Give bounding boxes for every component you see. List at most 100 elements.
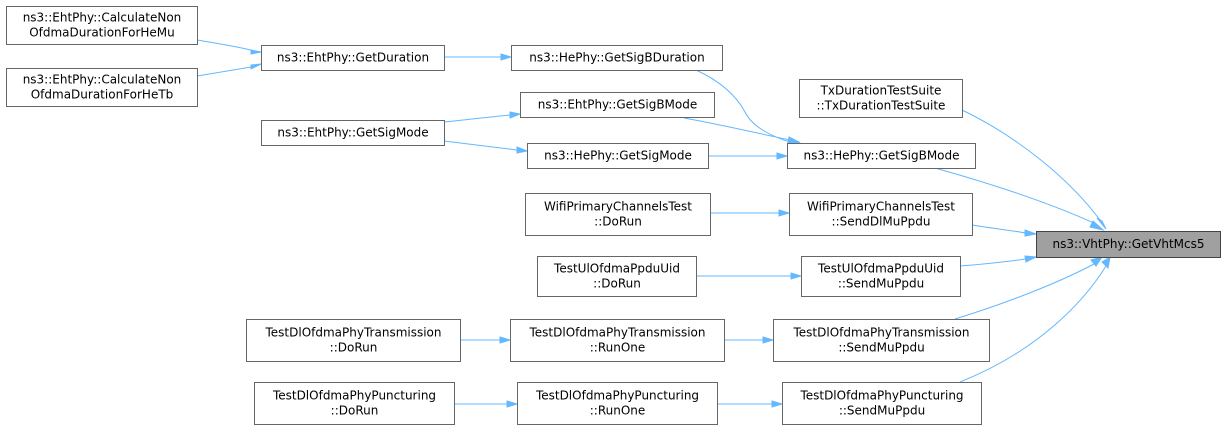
node-ul_run[interactable]: TestUlOfdmaPpduUid::DoRun — [537, 256, 697, 297]
node-dlp_one[interactable]: TestDlOfdmaPhyPuncturing::RunOne — [517, 382, 718, 425]
arrowhead — [1101, 255, 1111, 270]
node-he_sigbdur[interactable]: ns3::HePhy::GetSigBDuration — [511, 45, 723, 71]
node-wpc_run[interactable]: WifiPrimaryChannelsTest::DoRun — [525, 193, 711, 236]
node-eht_sigmode[interactable]: ns3::EhtPhy::GetSigMode — [261, 120, 445, 146]
node-he_sigb[interactable]: ns3::HePhy::GetSigBMode — [787, 143, 976, 169]
node-box — [789, 193, 973, 236]
edge-line — [954, 263, 1095, 320]
edge-ul_run-to-ul_send — [696, 272, 803, 280]
node-box — [246, 319, 461, 362]
edge-line — [695, 69, 791, 143]
edge-ul_send-to-target — [959, 255, 1038, 267]
node-target[interactable]: ns3::VhtPhy::GetVhtMcs5 — [1036, 231, 1221, 258]
node-box — [773, 319, 990, 362]
node-dltx_one[interactable]: TestDlOfdmaPhyTransmission::RunOne — [510, 319, 725, 362]
node-box — [782, 382, 982, 425]
node-label: TestDlOfdmaPhyTransmission — [529, 326, 706, 340]
node-label: ns3::VhtPhy::GetVhtMcs5 — [1053, 237, 1205, 251]
arrowhead — [1024, 229, 1038, 237]
node-calc_mu[interactable]: ns3::EhtPhy::CalculateNonOfdmaDurationFo… — [6, 6, 198, 45]
edge-dlp_run-to-dlp_one — [454, 400, 519, 408]
edge-line — [196, 66, 252, 77]
edge-dlp_one-to-dlp_send — [717, 400, 784, 408]
node-label: ns3::HePhy::GetSigBMode — [803, 149, 959, 163]
arrowhead — [778, 209, 791, 217]
node-label: TestUlOfdmaPpduUid — [553, 262, 680, 276]
node-box — [261, 120, 445, 146]
node-label: ::RunOne — [590, 404, 646, 418]
edge-dltx_send-to-target — [954, 256, 1104, 320]
edge-calc_tb-to-eht_dur — [196, 63, 262, 77]
node-label: OfdmaDurationForHeTb — [31, 88, 174, 102]
edge-line — [443, 114, 511, 123]
node-label: WifiPrimaryChannelsTest — [544, 200, 692, 214]
node-label: TestUlOfdmaPpduUid — [817, 262, 944, 276]
node-label: ::TxDurationTestSuite — [817, 99, 946, 113]
node-label: ::RunOne — [590, 341, 646, 355]
node-box — [511, 45, 723, 71]
node-he_sigmode[interactable]: ns3::HePhy::GetSigMode — [527, 143, 709, 169]
node-dlp_send[interactable]: TestDlOfdmaPhyPuncturing::SendMuPpdu — [782, 382, 982, 425]
edge-line — [934, 167, 1097, 225]
node-box — [6, 6, 198, 45]
node-eht_dur[interactable]: ns3::EhtPhy::GetDuration — [261, 45, 445, 71]
arrowhead — [500, 53, 513, 61]
node-box — [510, 319, 725, 362]
node-label: ::SendMuPpdu — [838, 277, 924, 291]
node-label: ::SendDlMuPpdu — [832, 215, 931, 229]
edge-line — [971, 224, 1027, 234]
edge-dlp_send-to-target — [959, 255, 1111, 383]
node-box — [527, 143, 709, 169]
node-label: OfdmaDurationForHeMu — [29, 26, 175, 40]
node-box — [261, 45, 445, 71]
arrowhead — [1090, 256, 1104, 267]
edge-eht_dur-to-he_sigbdur — [444, 53, 513, 61]
edge-dltx_run-to-dltx_one — [460, 336, 512, 344]
node-box — [6, 68, 198, 107]
arrowhead — [250, 49, 262, 55]
arrowhead — [787, 136, 801, 144]
node-wpc_send[interactable]: WifiPrimaryChannelsTest::SendDlMuPpdu — [789, 193, 973, 236]
node-label: TestDlOfdmaPhyPuncturing — [272, 389, 436, 403]
node-label: TestDlOfdmaPhyPuncturing — [799, 389, 963, 403]
node-box — [1036, 231, 1221, 258]
node-box — [517, 382, 718, 425]
edge-line — [959, 258, 1027, 267]
node-label: TestDlOfdmaPhyPuncturing — [535, 389, 699, 403]
arrowhead — [516, 146, 529, 154]
node-dltx_run[interactable]: TestDlOfdmaPhyTransmission::DoRun — [246, 319, 461, 362]
arrowhead — [499, 336, 512, 344]
node-box — [537, 256, 697, 297]
edge-line — [959, 265, 1107, 383]
node-box — [787, 143, 976, 169]
edge-wpc_send-to-target — [971, 224, 1038, 237]
arrowhead — [762, 336, 775, 344]
edge-he_sigmode-to-he_sigb — [708, 152, 789, 160]
node-label: ::DoRun — [330, 341, 378, 355]
arrowhead — [506, 400, 519, 408]
edge-eht_sigmode-to-eht_sigb — [443, 111, 522, 123]
edge-line — [961, 109, 1101, 221]
node-ul_send[interactable]: TestUlOfdmaPpduUid::SendMuPpdu — [801, 256, 961, 297]
node-calc_tb[interactable]: ns3::EhtPhy::CalculateNonOfdmaDurationFo… — [6, 68, 198, 107]
node-dlp_run[interactable]: TestDlOfdmaPhyPuncturing::DoRun — [254, 382, 455, 425]
node-box — [520, 92, 715, 118]
node-eht_sigb[interactable]: ns3::EhtPhy::GetSigBMode — [520, 92, 715, 118]
node-label: ns3::EhtPhy::GetSigMode — [277, 126, 428, 140]
arrowhead — [776, 152, 789, 160]
node-label: ns3::EhtPhy::CalculateNon — [23, 11, 182, 25]
arrowhead — [771, 400, 784, 408]
node-box — [801, 256, 961, 297]
node-txdur[interactable]: TxDurationTestSuite::TxDurationTestSuite — [799, 79, 963, 118]
arrowhead — [509, 111, 522, 119]
node-label: ::DoRun — [331, 404, 379, 418]
arrowhead — [1024, 255, 1038, 263]
edge-calc_mu-to-eht_dur — [196, 39, 262, 55]
node-label: WifiPrimaryChannelsTest — [807, 200, 955, 214]
edge-line — [683, 117, 791, 141]
node-dltx_send[interactable]: TestDlOfdmaPhyTransmission::SendMuPpdu — [773, 319, 990, 362]
node-label: ns3::HePhy::GetSigMode — [544, 149, 692, 163]
node-label: ns3::EhtPhy::GetSigBMode — [538, 98, 698, 112]
edge-line — [196, 39, 252, 51]
